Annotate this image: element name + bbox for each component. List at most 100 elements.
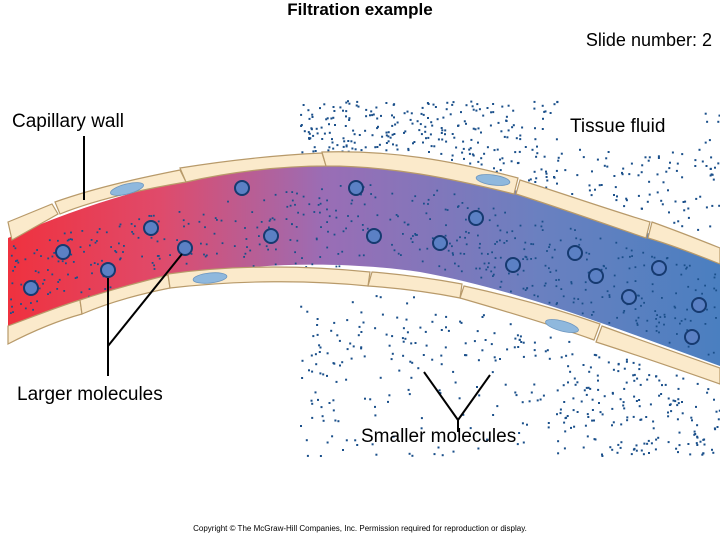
small-molecule (431, 124, 434, 127)
small-molecule (581, 312, 584, 315)
small-molecule (402, 327, 405, 330)
small-molecule (53, 252, 56, 254)
small-molecule (93, 262, 96, 264)
small-molecule (246, 246, 248, 248)
small-molecule (296, 239, 299, 242)
small-molecule (493, 266, 496, 269)
small-molecule (444, 234, 447, 237)
small-molecule (573, 425, 576, 428)
small-molecule (592, 311, 595, 313)
small-molecule (461, 202, 464, 204)
small-molecule (499, 256, 502, 259)
small-molecule (110, 246, 112, 248)
small-molecule (525, 256, 528, 259)
small-molecule (411, 122, 414, 125)
small-molecule (611, 392, 614, 395)
small-molecule (493, 332, 496, 335)
small-molecule (429, 133, 432, 136)
small-molecule (285, 218, 288, 220)
small-molecule (351, 147, 354, 150)
small-molecule (10, 312, 12, 314)
small-molecule (321, 138, 324, 140)
small-molecule (119, 258, 121, 261)
small-molecule (494, 243, 496, 245)
small-molecule (56, 288, 59, 290)
small-molecule (717, 162, 720, 165)
small-molecule (595, 354, 598, 357)
small-molecule (328, 215, 331, 218)
small-molecule (96, 240, 98, 242)
small-molecule (152, 214, 155, 217)
small-molecule (678, 431, 681, 434)
small-molecule (391, 243, 393, 246)
small-molecule (326, 221, 328, 223)
small-molecule (346, 319, 349, 322)
small-molecule (478, 267, 481, 270)
small-molecule (526, 423, 528, 426)
small-molecule (408, 393, 411, 396)
small-molecule (717, 418, 720, 421)
small-molecule (306, 310, 309, 313)
small-molecule (541, 128, 544, 130)
small-molecule (404, 337, 407, 340)
small-molecule (656, 173, 659, 176)
small-molecule (335, 380, 338, 383)
small-molecule (362, 254, 365, 257)
small-molecule (441, 138, 444, 141)
small-molecule (411, 361, 414, 364)
small-molecule (689, 319, 692, 322)
small-molecule (17, 261, 20, 264)
small-molecule (390, 358, 393, 361)
small-molecule (334, 419, 337, 422)
small-molecule (669, 161, 671, 164)
small-molecule (481, 316, 484, 318)
small-molecule (696, 382, 699, 385)
small-molecule (396, 148, 399, 151)
small-molecule (364, 146, 367, 149)
small-molecule (444, 129, 447, 132)
small-molecule (588, 189, 591, 192)
small-molecule (350, 140, 353, 143)
small-molecule (667, 441, 670, 444)
small-molecule (572, 397, 575, 400)
small-molecule (635, 400, 638, 402)
small-molecule (677, 398, 680, 401)
small-molecule (548, 246, 550, 248)
small-molecule (431, 358, 434, 361)
nucleus (110, 182, 144, 196)
small-molecule (357, 215, 359, 218)
small-molecule (138, 218, 141, 221)
small-molecule (463, 120, 466, 123)
capillary-lumen (8, 166, 720, 366)
small-molecule (514, 237, 516, 240)
small-molecule (591, 170, 593, 173)
small-molecule (391, 352, 394, 355)
small-molecule (451, 252, 454, 254)
small-molecule (524, 146, 527, 148)
small-molecule (460, 270, 463, 273)
small-molecule (633, 379, 636, 382)
small-molecule (578, 243, 581, 246)
small-molecule (388, 344, 391, 347)
small-molecule (682, 377, 685, 380)
small-molecule (506, 136, 509, 139)
small-molecule (661, 384, 663, 387)
small-molecule (526, 258, 529, 261)
small-molecule (523, 248, 526, 251)
small-molecule (385, 142, 388, 144)
small-molecule (30, 302, 32, 304)
small-molecule (536, 145, 538, 148)
small-molecule (623, 367, 626, 370)
small-molecule (706, 391, 709, 394)
small-molecule (406, 110, 409, 113)
small-molecule (344, 125, 347, 127)
small-molecule (481, 349, 484, 352)
small-molecule (559, 412, 562, 415)
small-molecule (543, 110, 546, 113)
small-molecule (630, 162, 633, 165)
small-molecule (414, 195, 417, 198)
small-molecule (332, 116, 335, 119)
small-molecule (251, 211, 254, 213)
small-molecule (496, 240, 498, 243)
small-molecule (150, 215, 153, 217)
